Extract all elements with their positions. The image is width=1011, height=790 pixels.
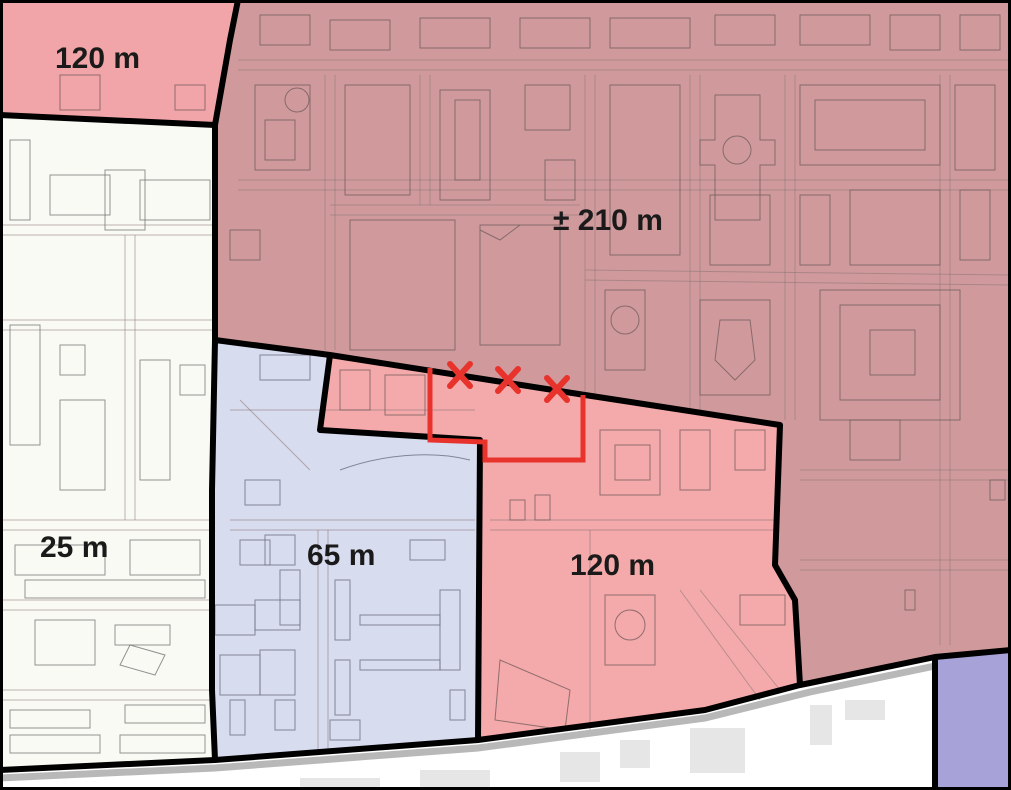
building-footprints — [9, 14, 1006, 754]
zone-west — [0, 115, 215, 770]
rail-area-blocks — [300, 700, 885, 790]
site-outline — [427, 368, 586, 463]
x-marker — [447, 361, 473, 389]
rail-line — [0, 662, 936, 782]
zone-center-north — [215, 0, 1011, 685]
zone-label-south: 120 m — [570, 549, 655, 582]
zone-label-center-north: ± 210 m — [553, 204, 663, 237]
zone-east-violet — [935, 650, 1011, 790]
x-marker — [495, 366, 521, 394]
zone-label-blue: 65 m — [307, 539, 375, 572]
site-markers — [447, 361, 570, 403]
zone-blue — [212, 340, 480, 760]
zone-label-nw: 120 m — [55, 42, 140, 75]
street-grid — [0, 59, 1011, 750]
x-marker — [544, 375, 570, 403]
zone-label-west: 25 m — [40, 531, 108, 564]
